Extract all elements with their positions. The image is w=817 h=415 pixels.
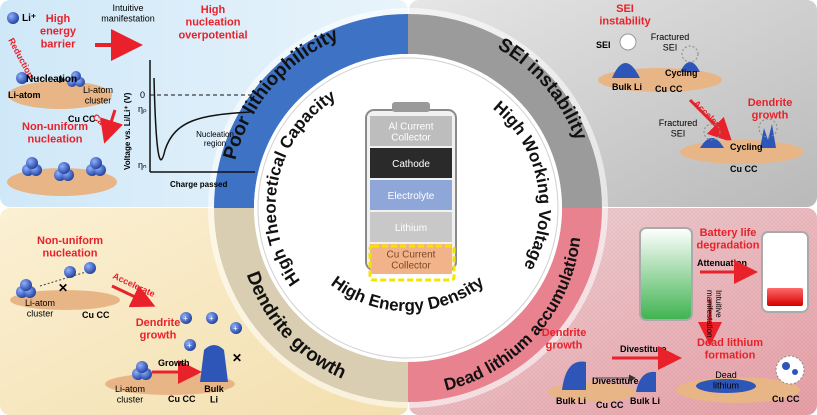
- bulk-li-label-br-2: Bulk Li: [630, 396, 660, 406]
- battery-layer: [370, 148, 452, 178]
- sei-label: SEI: [596, 40, 611, 50]
- cycling-label-2: Cycling: [730, 142, 763, 152]
- bulk-li-label: Bulk Li: [612, 82, 642, 92]
- zero-tick: 0: [140, 90, 145, 100]
- cu-cc-label-tr-2: Cu CC: [730, 164, 758, 174]
- cycling-label: Cycling: [665, 68, 698, 78]
- ion-plus-1: +: [183, 314, 188, 323]
- ion-plus-3: +: [233, 324, 238, 333]
- cu-cc-label-bl: Cu CC: [82, 310, 110, 320]
- battery-layer-label: Cathode: [392, 159, 430, 170]
- battery-full-icon: [639, 227, 693, 321]
- divestiture-label-2: Divestiture: [592, 376, 639, 386]
- bulk-li-dendrite: [200, 345, 228, 382]
- cu-cc-label-bl-2: Cu CC: [168, 394, 196, 404]
- ion-plus-4: +: [187, 341, 192, 350]
- cu-disc-bl: [10, 290, 120, 310]
- cu-cc-label-br-2: Cu CC: [772, 394, 800, 404]
- ion-plus-2: +: [209, 314, 214, 323]
- intuitive-manifestation-label-br: Intuitivemanifestation: [705, 290, 723, 338]
- arc-band-bottom-left: [214, 208, 408, 402]
- battery-layer: [370, 244, 452, 274]
- battery-layer: [370, 180, 452, 210]
- cross-mark-1: ✕: [58, 281, 68, 295]
- cu-cc-label-tr: Cu CC: [655, 84, 683, 94]
- bulk-li-label-br: Bulk Li: [556, 396, 586, 406]
- li-clusters: [22, 157, 106, 181]
- x-axis-label: Charge passed: [170, 180, 227, 189]
- zoom-circle: [775, 355, 805, 385]
- y-axis-label: Voltage vs. Li/Li⁺ (V): [123, 92, 132, 170]
- li-ion: [7, 12, 19, 24]
- arc-band-bottom-right: [408, 208, 602, 402]
- battery-layer-label: Lithium: [395, 223, 427, 234]
- cross-mark-2: ✕: [232, 351, 242, 365]
- nucleation-label: Nucleation: [26, 74, 77, 85]
- arc-band-top-left: [214, 14, 408, 208]
- eta-n-label: ηₙ: [138, 160, 147, 170]
- cu-collector-highlight: [368, 244, 456, 282]
- voltage-plot: 0 ηₚ ηₙ Voltage vs. Li/Li⁺ (V) Charge pa…: [123, 60, 255, 189]
- battery-layer: [370, 116, 452, 146]
- arc-band-top-right: [408, 14, 602, 208]
- attenuation-label: Attenuation: [697, 258, 747, 268]
- battery-layer: [370, 212, 452, 242]
- divestiture-label: Divestiture: [620, 344, 667, 354]
- eta-p-label: ηₚ: [138, 104, 147, 114]
- battery-layer-label: Electrolyte: [388, 191, 435, 202]
- cu-cc-label: Cu CC: [68, 114, 96, 124]
- li-plus-label: Li⁺: [22, 13, 36, 24]
- cu-cc-label-br: Cu CC: [596, 400, 624, 410]
- cu-disc: [8, 81, 112, 109]
- growth-label: Growth: [158, 358, 190, 368]
- li-atom-label: Li-atom: [8, 90, 41, 100]
